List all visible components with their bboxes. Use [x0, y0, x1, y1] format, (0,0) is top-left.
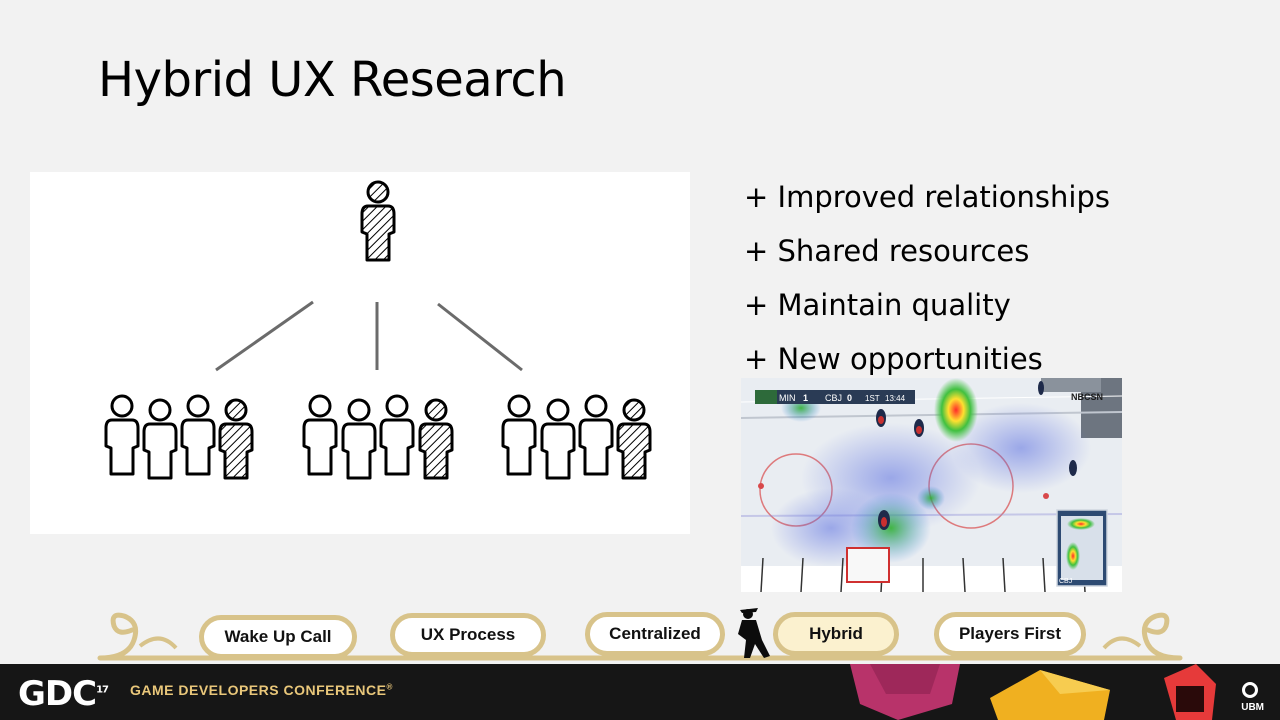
scoreboard: MIN 1 CBJ 0 1ST 13:44 — [755, 390, 915, 404]
connector-line — [215, 300, 314, 372]
bullet-item: + New opportunities — [744, 342, 1043, 376]
gdc-logo: GDC17 — [18, 674, 109, 714]
conference-name: GAME DEVELOPERS CONFERENCE® — [130, 682, 393, 698]
network-logo: NBCSN — [1071, 392, 1103, 402]
person-icon — [142, 398, 178, 480]
benefits-list: + Improved relationships + Shared resour… — [744, 170, 1244, 386]
bullet-item: + Improved relationships — [744, 180, 1110, 214]
minimap: CBJ — [1056, 509, 1108, 587]
section-nav: Wake Up Call UX Process Centralized Hybr… — [0, 600, 1280, 664]
person-icon — [180, 394, 216, 476]
score-home-value: 1 — [803, 393, 808, 403]
person-icon — [104, 394, 140, 476]
person-icon — [540, 398, 576, 480]
team-group-3 — [501, 394, 652, 480]
progress-marker-icon — [738, 608, 770, 658]
connector-line — [437, 302, 523, 372]
gdc-logo-year: 17 — [96, 684, 109, 696]
team-group-1 — [104, 394, 254, 480]
score-clock: 13:44 — [885, 394, 906, 403]
nav-tab-ux-process[interactable]: UX Process — [390, 613, 546, 657]
sponsor-label: UBM — [1241, 702, 1264, 713]
org-diagram — [30, 172, 690, 534]
score-period: 1ST — [865, 394, 880, 403]
researcher-icon — [218, 398, 254, 480]
person-icon — [501, 394, 537, 476]
researcher-icon — [418, 398, 454, 480]
person-icon — [379, 394, 415, 476]
footer-graphic — [850, 664, 1216, 720]
bullet-item: + Maintain quality — [744, 288, 1011, 322]
bullet-item: + Shared resources — [744, 234, 1030, 268]
team-group-2 — [302, 394, 454, 480]
conference-footer: GDC17 GAME DEVELOPERS CONFERENCE® UBM — [0, 664, 1280, 720]
person-icon — [302, 394, 338, 476]
lead-researcher-icon — [360, 180, 396, 262]
score-away-value: 0 — [847, 393, 852, 403]
nav-tab-wake-up-call[interactable]: Wake Up Call — [199, 615, 357, 659]
nav-tab-hybrid[interactable]: Hybrid — [773, 612, 899, 656]
registered-mark: ® — [386, 682, 393, 692]
person-icon — [341, 398, 377, 480]
researcher-icon — [616, 398, 652, 480]
ubm-logo-icon — [1242, 682, 1258, 698]
score-home-team: MIN — [779, 393, 796, 403]
person-icon — [578, 394, 614, 476]
hockey-heatmap-image: MIN 1 CBJ 0 1ST 13:44 NBCSN CBJ — [741, 378, 1122, 592]
nav-tab-players-first[interactable]: Players First — [934, 612, 1086, 656]
slide-title: Hybrid UX Research — [98, 52, 567, 108]
score-away-team: CBJ — [825, 393, 842, 403]
nav-tab-centralized[interactable]: Centralized — [585, 612, 725, 656]
minimap-team: CBJ — [1059, 578, 1072, 585]
